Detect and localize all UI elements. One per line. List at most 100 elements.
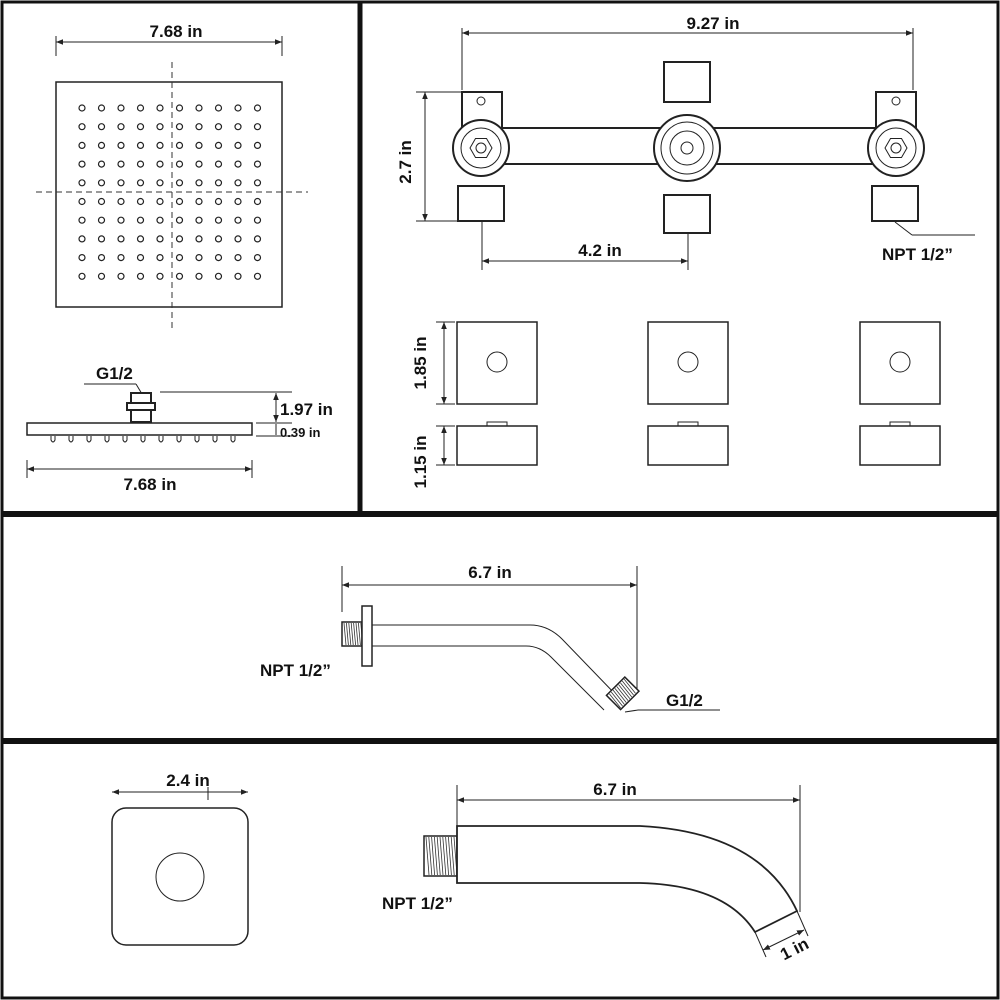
nozzle xyxy=(136,272,145,280)
nozzle xyxy=(175,123,184,131)
spout-thread xyxy=(425,836,458,876)
nozzle xyxy=(136,197,145,206)
nozzle xyxy=(253,272,262,280)
nozzle xyxy=(195,123,203,131)
nozzle xyxy=(195,254,203,262)
nozzle xyxy=(117,254,125,262)
nozzle xyxy=(234,254,242,262)
nozzle xyxy=(195,104,203,112)
nozzle xyxy=(78,235,86,243)
nozzle xyxy=(97,141,106,149)
nozzle xyxy=(234,197,242,206)
nozzle xyxy=(117,141,125,149)
handle-front-center xyxy=(647,321,729,405)
nozzle xyxy=(136,254,145,262)
nozzle xyxy=(78,160,86,168)
head-side-width-label: 7.68 in xyxy=(124,475,177,494)
side-nozzle xyxy=(176,436,182,443)
arm-length-label: 6.7 in xyxy=(468,563,511,582)
handles: 1.85 in 1.15 in xyxy=(411,321,941,489)
nozzle xyxy=(175,160,184,168)
nozzle xyxy=(136,179,145,187)
nozzle xyxy=(234,272,242,280)
nozzle xyxy=(156,254,164,262)
nozzle xyxy=(195,160,203,168)
nozzle xyxy=(78,104,86,112)
handle-side-left xyxy=(456,421,538,466)
nozzle xyxy=(253,235,262,243)
side-nozzle xyxy=(140,436,146,443)
nozzle xyxy=(117,104,125,112)
valve-width-label: 9.27 in xyxy=(687,14,740,33)
head-thread-label: G1/2 xyxy=(96,364,133,383)
nozzle xyxy=(253,179,262,187)
nozzle xyxy=(117,123,125,131)
nozzle xyxy=(253,141,262,149)
handle-side-center xyxy=(647,421,729,466)
arm-wall-thread-label: NPT 1/2” xyxy=(260,661,331,680)
valve-spacing-label: 4.2 in xyxy=(578,241,621,260)
nozzle xyxy=(175,235,184,243)
nozzle xyxy=(156,160,164,168)
side-nozzle xyxy=(50,436,56,443)
nozzle xyxy=(136,235,145,243)
nozzle xyxy=(136,216,145,224)
nozzle xyxy=(253,160,262,168)
nozzle xyxy=(214,272,223,280)
side-nozzles xyxy=(50,436,236,443)
nozzle xyxy=(156,141,164,149)
nozzle xyxy=(117,179,125,187)
arm-head-thread-label: G1/2 xyxy=(666,691,703,710)
nozzle xyxy=(214,141,223,149)
shower-head-side-view: G1/2 1.97 in 0.39 in 7.68 in xyxy=(26,364,333,494)
nozzle xyxy=(195,141,203,149)
nozzle xyxy=(175,254,184,262)
nozzle xyxy=(78,216,86,224)
side-nozzle xyxy=(158,436,164,443)
nozzle xyxy=(78,179,86,187)
nozzle xyxy=(234,123,242,131)
nozzle xyxy=(156,272,164,280)
spout-thread-label: NPT 1/2” xyxy=(382,894,453,913)
nozzle xyxy=(156,197,164,206)
nozzle xyxy=(214,235,223,243)
spout-length-label: 6.7 in xyxy=(593,780,636,799)
side-nozzle xyxy=(212,436,218,443)
nozzle xyxy=(78,141,86,149)
nozzle xyxy=(97,104,106,112)
side-nozzle xyxy=(122,436,128,443)
side-nozzle xyxy=(68,436,74,443)
head-height-label: 1.97 in xyxy=(280,400,333,419)
handle-height-label: 1.85 in xyxy=(411,337,430,390)
nozzle xyxy=(214,104,223,112)
nozzle xyxy=(136,123,145,131)
shower-head-top-view: 7.68 in xyxy=(36,22,308,330)
nozzle xyxy=(156,179,164,187)
nozzle xyxy=(195,216,203,224)
nozzle xyxy=(234,235,242,243)
valve-body: 9.27 in 2.7 in 4.2 in xyxy=(396,14,975,270)
nozzle xyxy=(234,216,242,224)
trim-plate-width-label: 2.4 in xyxy=(166,771,209,790)
nozzle xyxy=(156,104,164,112)
side-nozzle xyxy=(104,436,110,443)
nozzle xyxy=(214,197,223,206)
nozzle xyxy=(195,197,203,206)
nozzle xyxy=(97,160,106,168)
nozzle xyxy=(117,272,125,280)
nozzle xyxy=(214,216,223,224)
nozzle xyxy=(97,197,106,206)
side-nozzle xyxy=(86,436,92,443)
trim-plate: 2.4 in xyxy=(111,771,249,946)
nozzle xyxy=(97,235,106,243)
nozzle xyxy=(234,104,242,112)
nozzle xyxy=(136,160,145,168)
nozzle xyxy=(97,179,106,187)
nozzle xyxy=(78,123,86,131)
nozzle xyxy=(136,104,145,112)
nozzle xyxy=(253,216,262,224)
nozzle xyxy=(253,104,262,112)
nozzle xyxy=(156,216,164,224)
nozzle xyxy=(234,179,242,187)
handle-depth-label: 1.15 in xyxy=(411,436,430,489)
